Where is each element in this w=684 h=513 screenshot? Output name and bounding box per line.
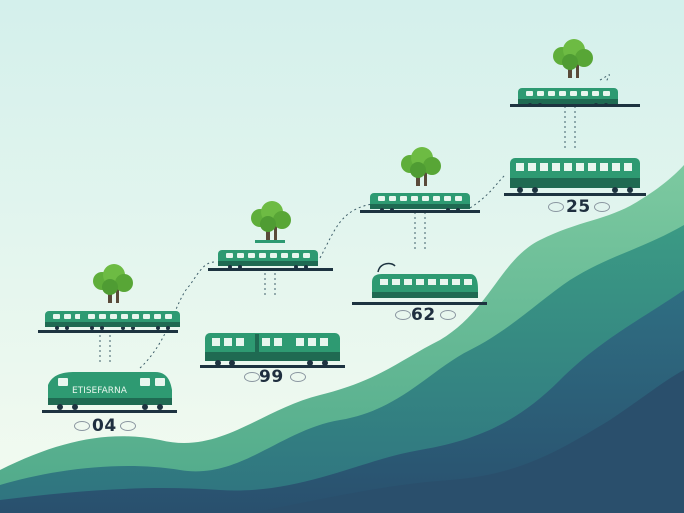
- smoke-puff-icon: [120, 421, 136, 431]
- platform-icon: [208, 268, 333, 271]
- smoke-puff-icon: [395, 310, 411, 320]
- stage3-number: 62: [411, 305, 436, 325]
- route-connectors: [99, 74, 610, 369]
- stage4-upper: [510, 39, 640, 107]
- stage4-lower: [504, 158, 646, 196]
- stage1-upper: [38, 264, 180, 333]
- smoke-puff-icon: [74, 421, 90, 431]
- platform-icon: [510, 104, 640, 107]
- stage3-upper: [360, 147, 480, 213]
- platform-icon: [42, 410, 177, 413]
- hill-dark: [0, 290, 684, 513]
- stage2-number: 99: [259, 367, 284, 387]
- platform-icon: [200, 365, 345, 368]
- smoke-puff-icon: [594, 202, 610, 212]
- smoke-puff-icon: [290, 372, 306, 382]
- stage1-lower: ETISEFARNA: [42, 372, 177, 413]
- stage4-number: 25: [566, 197, 591, 217]
- smoke-puff-icon: [440, 310, 456, 320]
- platform-icon: [360, 210, 480, 213]
- platform-icon: [504, 193, 646, 196]
- loco-lettering: ETISEFARNA: [72, 386, 128, 396]
- smoke-puff-icon: [548, 202, 564, 212]
- stage2-lower: [200, 333, 345, 368]
- stage3-lower: [352, 262, 487, 305]
- stage2-upper: [208, 201, 333, 271]
- hill-foreground: [250, 370, 684, 513]
- platform-icon: [352, 302, 487, 305]
- smoke-puff-icon: [244, 372, 260, 382]
- platform-icon: [38, 330, 178, 333]
- stage1-number: 04: [92, 416, 117, 436]
